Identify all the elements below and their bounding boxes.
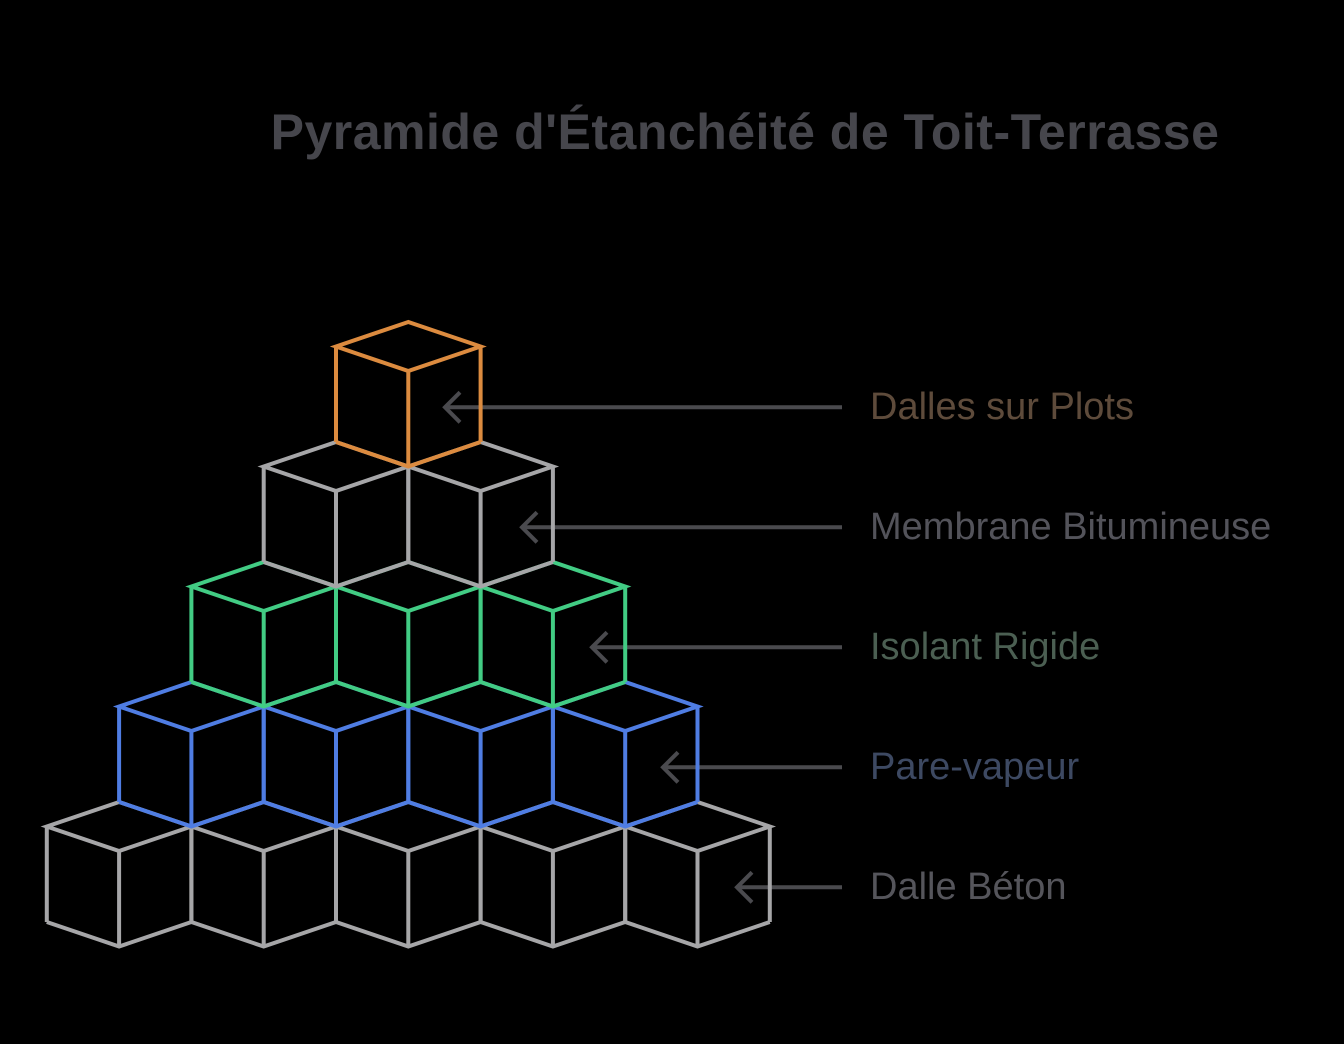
- layer-label-dalle-beton: Dalle Béton: [870, 866, 1067, 908]
- cube: [474, 559, 632, 709]
- cube: [618, 799, 777, 949]
- pyramid-layer-5: [40, 799, 777, 949]
- layer-label-dalles-sur-plots: Dalles sur Plots: [870, 386, 1134, 428]
- layer-arrows: [442, 390, 842, 904]
- cube: [474, 799, 632, 949]
- pyramid-layer-3: [185, 559, 632, 709]
- cube: [185, 559, 343, 709]
- arrow-4: [660, 750, 842, 784]
- pyramid-layer-4: [112, 679, 704, 829]
- arrow-2: [519, 510, 842, 544]
- cube: [329, 559, 487, 709]
- cube: [402, 679, 560, 829]
- cube: [402, 439, 560, 589]
- pyramid-layer-2: [257, 439, 560, 589]
- cube: [329, 319, 487, 469]
- cube: [257, 679, 415, 829]
- arrow-5: [734, 870, 842, 904]
- cube: [329, 799, 487, 949]
- cube: [546, 679, 704, 829]
- diagram-title: Pyramide d'Étanchéité de Toit-Terrasse: [270, 104, 1220, 160]
- cube: [40, 799, 198, 949]
- pyramid-layer-1: [329, 319, 487, 469]
- cube: [257, 439, 415, 589]
- layer-label-membrane-bitumineuse: Membrane Bitumineuse: [870, 506, 1272, 548]
- cube: [185, 799, 343, 949]
- layer-label-pare-vapeur: Pare-vapeur: [870, 746, 1080, 788]
- arrow-1: [442, 390, 842, 424]
- cube: [112, 679, 270, 829]
- layer-label-isolant-rigide: Isolant Rigide: [870, 626, 1101, 668]
- arrow-3: [589, 630, 842, 664]
